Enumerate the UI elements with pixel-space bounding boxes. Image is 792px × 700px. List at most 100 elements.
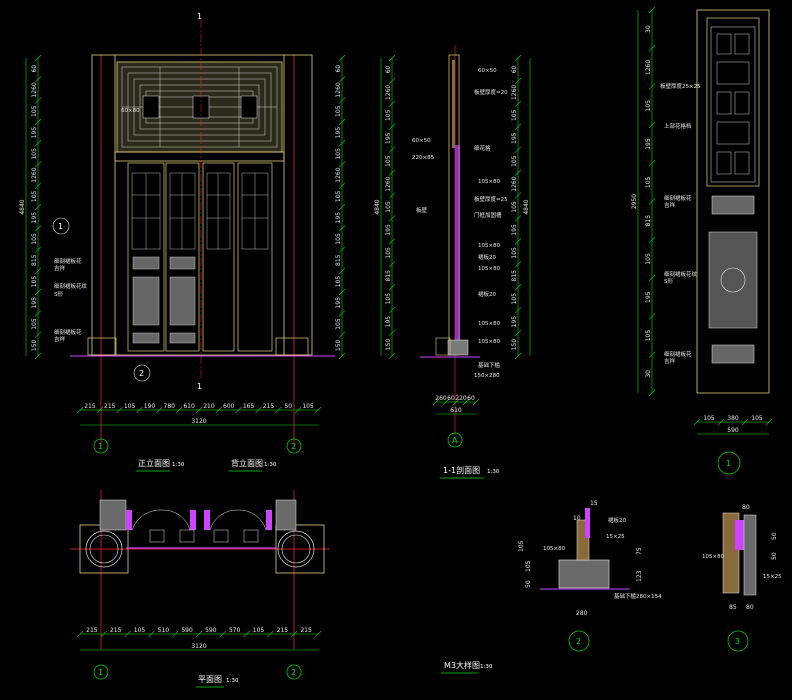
grid-bubble-2 <box>286 438 302 454</box>
section-left-dim-tick <box>388 306 396 314</box>
plan-bottom-dim-tick <box>76 630 84 638</box>
svg-text:S形: S形 <box>54 290 63 298</box>
leaf-dim-total: 2950 <box>631 194 638 209</box>
detail-2: 裙板20 15×25 105×80 基础下槛280×154 280 105 10… <box>518 500 662 652</box>
front-right-dim-label: 105 <box>335 318 342 330</box>
section-right-dim-label: 195 <box>511 316 518 328</box>
front-bottom-dim-tick <box>275 406 282 414</box>
leaf-dim-tick <box>648 351 656 358</box>
section-left-dim-label: 105 <box>385 201 392 213</box>
leaf-dim-tick <box>648 274 656 282</box>
leaf-bottom-dim-total: 590 <box>727 427 739 434</box>
svg-text:1:30: 1:30 <box>487 469 500 475</box>
svg-text:280: 280 <box>576 610 588 617</box>
section-left-dim-tick <box>388 284 396 291</box>
svg-text:105×80: 105×80 <box>478 243 501 249</box>
section-right-dim-tick <box>514 100 522 108</box>
leaf-dim-tick <box>648 236 656 244</box>
front-bottom-dim-label: 600 <box>223 403 235 410</box>
section-left-dim-tick <box>388 123 396 130</box>
section-left-dim-label: 195 <box>385 132 392 144</box>
front-left-dim-tick <box>34 225 42 232</box>
section-left-dim-total: 4840 <box>374 199 381 214</box>
svg-text:1:30: 1:30 <box>480 664 493 670</box>
front-right-dim-label: 815 <box>335 254 342 266</box>
section-right-dim-label: 105 <box>511 293 518 305</box>
front-right-dim-chain: 6012601051951051260105195105815105195105… <box>335 54 346 360</box>
front-bottom-dim-tick <box>156 406 163 414</box>
svg-text:细刻裙板花纹: 细刻裙板花纹 <box>664 270 698 278</box>
section-right-dim-label: 105 <box>511 201 518 213</box>
svg-text:220×85: 220×85 <box>412 155 435 161</box>
front-bottom-dim-label: 215 <box>263 403 275 410</box>
section-left-dim-tick <box>388 192 396 199</box>
front-left-dim-tick <box>34 139 42 147</box>
section-right-dim-tick <box>514 192 522 199</box>
back-elevation-title: 背立面图 <box>231 458 263 468</box>
plan-bottom-dim-label: 215 <box>110 627 122 634</box>
section-right-dim-label: 105 <box>511 247 518 259</box>
front-left-dim-tick <box>34 54 42 62</box>
front-bottom-dim-tick <box>255 406 262 414</box>
leaf-dim-label: 105 <box>645 330 652 342</box>
svg-text:105×80: 105×80 <box>478 179 501 185</box>
svg-text:板壁: 板壁 <box>416 206 428 214</box>
front-left-dim-tick <box>34 246 42 253</box>
section-left-dim-tick <box>388 100 396 108</box>
svg-text:105×80: 105×80 <box>702 554 725 560</box>
svg-text:2: 2 <box>576 637 581 646</box>
svg-text:A: A <box>452 436 458 445</box>
callout-bubble-1 <box>52 217 70 235</box>
front-elevation-title: 正立面图 <box>138 458 170 468</box>
front-bottom-dim-label: 780 <box>164 403 176 410</box>
section-right-dim-label: 195 <box>511 132 518 144</box>
svg-text:50: 50 <box>771 532 778 540</box>
svg-text:105×80: 105×80 <box>478 321 501 327</box>
section-bottom-dim-label: 60 <box>447 395 455 402</box>
front-bottom-dim-label: 105 <box>302 403 314 410</box>
plan-bottom-dim-tick <box>219 630 227 638</box>
front-right-dim-tick <box>338 203 346 211</box>
front-right-dim-label: 195 <box>335 212 342 224</box>
svg-text:1:30: 1:30 <box>172 462 185 468</box>
leaf-dim-tick <box>648 6 656 14</box>
section-left-dim-label: 60 <box>385 65 392 73</box>
svg-text:裙板20: 裙板20 <box>608 516 626 524</box>
section-right-dim-label: 105 <box>511 155 518 167</box>
section-right-dim-tick <box>514 261 522 268</box>
front-left-dim-tick <box>34 182 42 189</box>
svg-text:基础下槛280×154: 基础下槛280×154 <box>614 592 662 600</box>
front-right-dim-label: 105 <box>335 233 342 245</box>
plan-bottom-dim-label: 510 <box>158 627 170 634</box>
leaf-bottom-dim-tick <box>765 418 773 426</box>
section-bottom-dim-tick <box>452 398 460 406</box>
section-right-dim-chain: 6012601051951051260105195105815105195150… <box>511 54 531 360</box>
front-bottom-dim-tick <box>116 406 123 414</box>
section-left-dim-label: 1260 <box>385 85 392 100</box>
front-left-dim-tick <box>34 310 42 317</box>
front-right-dim-tick <box>338 161 346 168</box>
front-bottom-dim-label: 165 <box>243 403 255 410</box>
plan-bottom-dim-label: 590 <box>181 627 193 634</box>
section-left-dim-label: 1260 <box>385 176 392 191</box>
section-left-dim-tick <box>388 352 396 360</box>
section-right-dim-label: 815 <box>511 270 518 282</box>
front-right-dim-tick <box>338 225 346 232</box>
svg-text:细花格: 细花格 <box>474 144 491 152</box>
front-left-dim-tick <box>34 352 42 360</box>
plan-bottom-dim-tick <box>290 630 298 638</box>
section-right-dim-label: 1260 <box>511 176 518 191</box>
front-left-dim-tick <box>34 97 42 104</box>
svg-text:基础下槛: 基础下槛 <box>478 361 501 369</box>
front-left-dim-label: 105 <box>31 105 38 117</box>
plan-bottom-dim-label: 570 <box>229 627 241 634</box>
section-right-dim-tick <box>514 77 522 85</box>
plan-bottom-dim-label: 215 <box>277 627 289 634</box>
svg-text:60×50: 60×50 <box>478 68 497 74</box>
front-right-dim-tick <box>338 352 346 360</box>
front-right-dim-label: 105 <box>335 276 342 288</box>
section-right-dim-total: 4840 <box>523 199 530 214</box>
